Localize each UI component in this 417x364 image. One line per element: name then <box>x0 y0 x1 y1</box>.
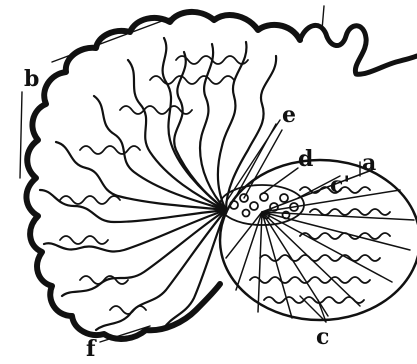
right-disc-outline <box>220 160 417 320</box>
right-trailing-edge <box>300 25 417 74</box>
label-c-prime: c' <box>330 172 350 198</box>
label-f: f <box>86 336 97 362</box>
label-c: c <box>316 324 329 350</box>
label-a: a <box>362 150 376 176</box>
label-e: e <box>282 102 296 128</box>
label-d: d <box>298 146 313 172</box>
label-b: b <box>24 66 39 92</box>
left-mass-folds <box>40 38 276 330</box>
disc-radial-lines <box>226 170 414 318</box>
